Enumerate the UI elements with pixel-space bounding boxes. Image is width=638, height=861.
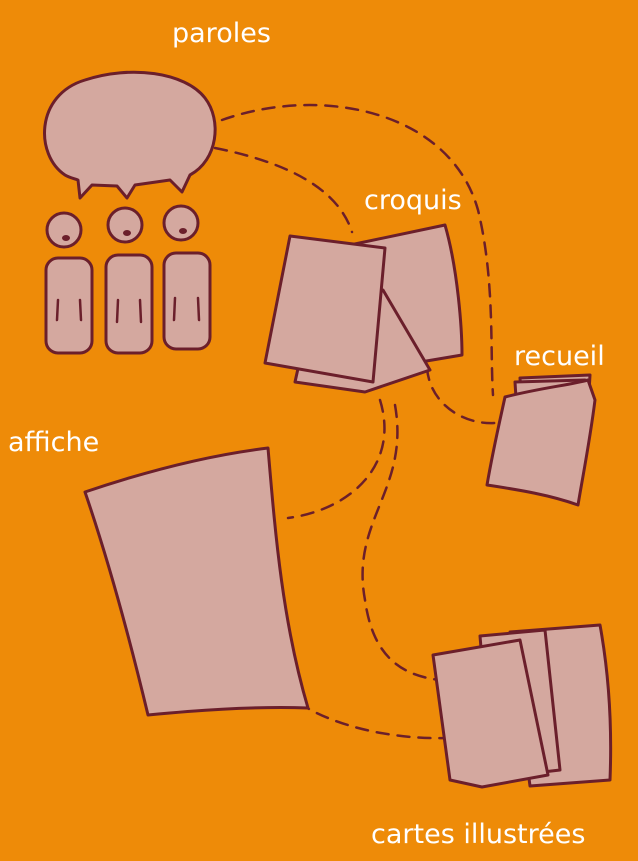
label-recueil: recueil: [514, 341, 605, 372]
people-icon: [44, 204, 212, 355]
label-croquis: croquis: [364, 185, 462, 216]
connector-croquis-affiche: [286, 398, 386, 520]
connector-paroles-recueil: [220, 103, 495, 397]
speech-bubble-icon: [43, 70, 217, 200]
connector-affiche-cartes: [280, 688, 452, 740]
sketch-sheets-icon: [263, 223, 464, 394]
connectors: [213, 103, 497, 740]
cards-icon: [431, 623, 613, 789]
label-paroles: paroles: [172, 18, 271, 49]
connector-croquis-cartes: [361, 403, 442, 682]
label-affiche: affiche: [8, 427, 100, 458]
label-cartes-illustrees: cartes illustrées: [371, 819, 586, 850]
connector-croquis-recueil: [425, 366, 497, 425]
poster-icon: [83, 446, 310, 717]
connector-paroles-croquis: [213, 146, 354, 234]
booklet-icon: [485, 373, 597, 507]
